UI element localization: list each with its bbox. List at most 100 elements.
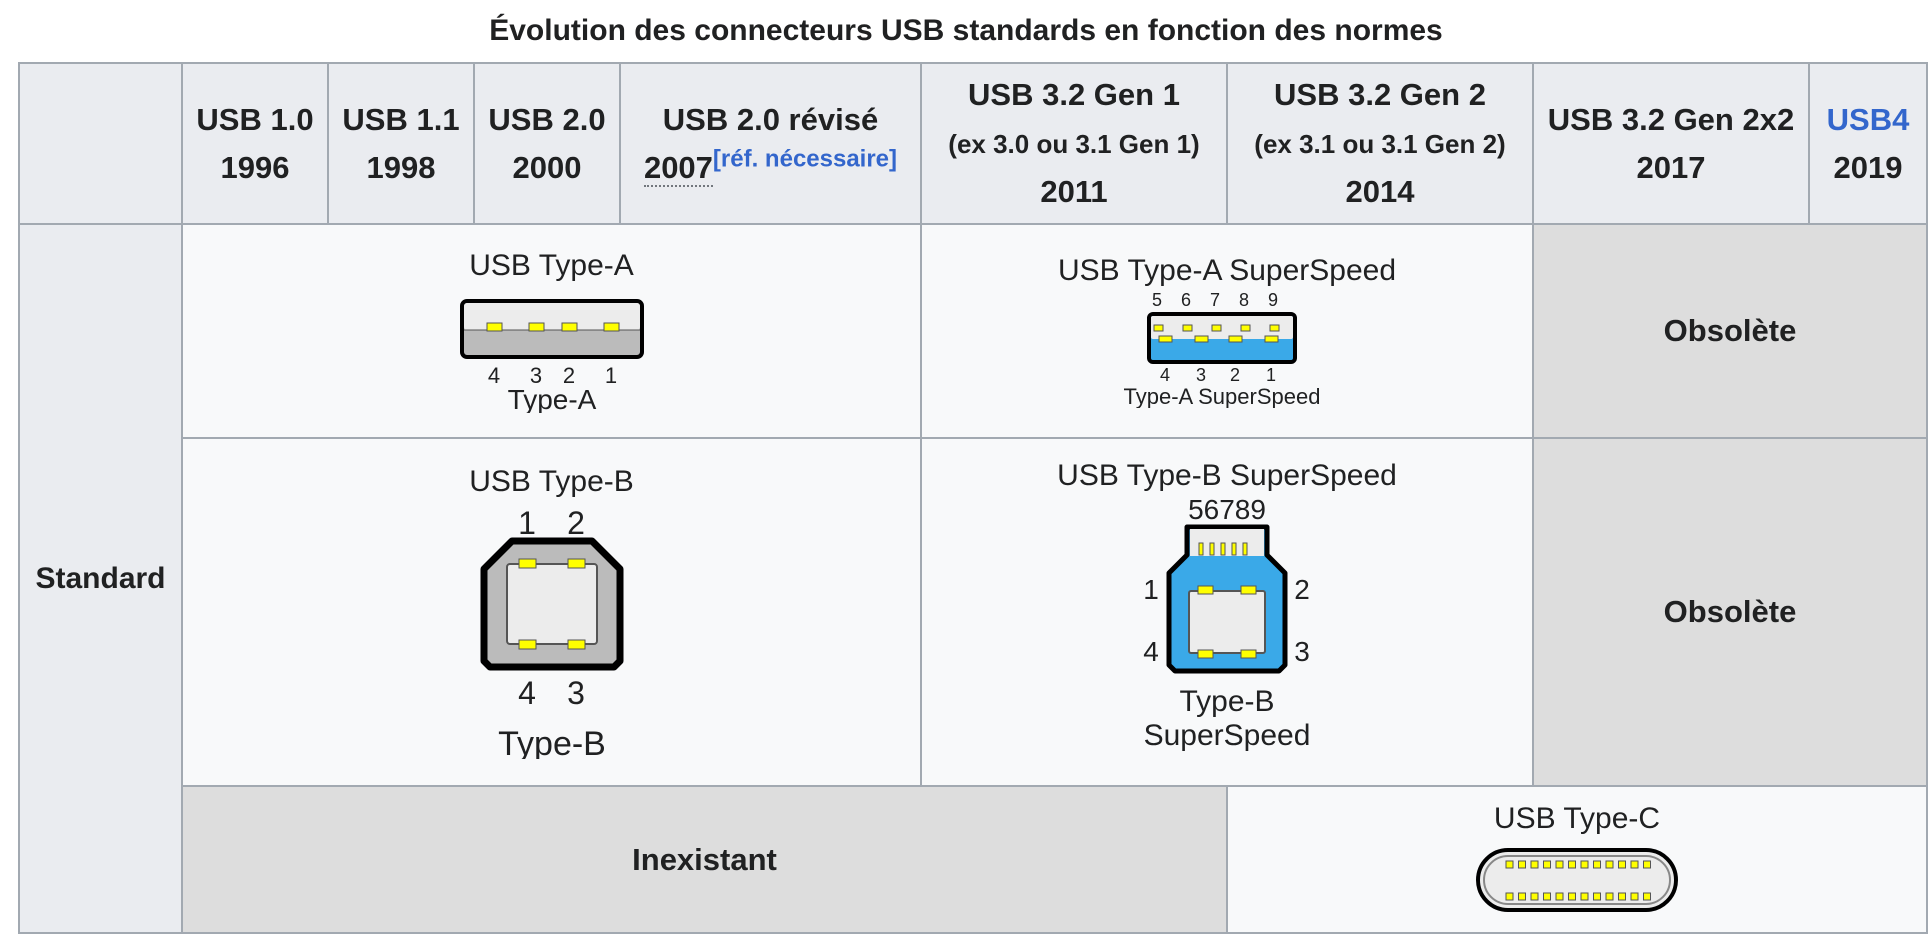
header-name: USB 1.0	[196, 101, 314, 137]
connector-title: USB Type-B SuperSpeed	[1057, 459, 1397, 492]
header-year: 2019	[1833, 149, 1903, 185]
connector-caption: Type-A SuperSpeed	[1124, 384, 1321, 408]
row-type-a: Standard USB Type-A 4 3 2 1 Type-A USB T…	[18, 223, 1928, 934]
type-c-contact	[1505, 860, 1514, 868]
type-c-contact	[1643, 892, 1651, 900]
header-year: 2017	[1636, 149, 1706, 185]
usb4-link[interactable]: USB4	[1826, 101, 1910, 137]
cell-type-b-superspeed: USB Type-B SuperSpeed 56789 1 4 2 3 T	[920, 437, 1534, 787]
row-type-b: USB Type-B 1 2 4 3 Type-B USB Type-B Sup…	[19, 437, 1928, 787]
header-row: USB 1.0 1996 USB 1.1 1998 USB 2.0 2000 U…	[18, 62, 1928, 225]
connector-title: USB Type-B	[469, 465, 634, 498]
header-year: 2011	[1040, 174, 1108, 209]
pin-label: 4	[1160, 365, 1170, 385]
type-c-contact	[1643, 860, 1651, 868]
header-year: 2014	[1345, 174, 1415, 209]
type-c-contact	[1518, 860, 1526, 868]
type-c-contact	[1580, 860, 1589, 868]
pin-label: 6	[1181, 290, 1191, 310]
pin-label: 1	[1266, 365, 1276, 385]
header-name: USB 2.0 révisé	[662, 101, 879, 137]
type-c-contact	[1530, 860, 1539, 868]
type-c-contact	[1568, 860, 1576, 868]
pin-label: 3	[567, 675, 585, 711]
cell-type-a-superspeed: USB Type-A SuperSpeed 5 6 7 8 9 4 3	[920, 223, 1534, 439]
pin-label: 5	[1152, 290, 1162, 310]
connector-caption: Type-B	[498, 725, 606, 759]
row-type-c: Inexistant USB Type-C	[19, 785, 1928, 934]
type-c-contact	[1618, 860, 1626, 868]
status-inexistant: Inexistant	[181, 785, 1228, 934]
pin-label: 3	[529, 363, 541, 388]
header-year: 2000	[512, 149, 582, 185]
pin-label: 2	[1294, 574, 1310, 605]
header-usb-3-2-gen-2: USB 3.2 Gen 2 (ex 3.1 ou 3.1 Gen 2) 2014	[1226, 62, 1534, 225]
header-usb-3-2-gen-2x2: USB 3.2 Gen 2x2 2017	[1532, 62, 1810, 225]
type-c-contact	[1568, 892, 1576, 900]
connector-title: USB Type-C	[1493, 801, 1661, 835]
type-a-superspeed-connector-icon[interactable]: 5 6 7 8 9 4 3 2 1 Type-A Supe	[1107, 288, 1347, 408]
pin-label: 2	[567, 505, 585, 541]
citation-needed-link[interactable]: [réf. nécessaire]	[712, 145, 898, 173]
header-usb-2-0: USB 2.0 2000	[473, 62, 621, 225]
header-usb-3-2-gen-1: USB 3.2 Gen 1 (ex 3.0 ou 3.1 Gen 1) 2011	[920, 62, 1228, 225]
type-c-contact	[1530, 892, 1539, 900]
connector-caption: Type-A	[507, 384, 596, 413]
type-c-contact	[1593, 860, 1601, 868]
header-subtitle: (ex 3.1 ou 3.1 Gen 2)	[1254, 129, 1506, 159]
type-c-contact	[1518, 892, 1526, 900]
type-c-contact	[1605, 860, 1614, 868]
header-usb-2-0-revise: USB 2.0 révisé 2007[réf. nécessaire]	[619, 62, 922, 225]
type-c-contact	[1605, 892, 1614, 900]
type-b-connector-icon[interactable]: 1 2 4 3 Type-B	[452, 499, 652, 759]
pin-label: 1	[604, 363, 616, 388]
type-c-contact	[1618, 892, 1626, 900]
pin-label: 4	[487, 363, 499, 388]
pin-label: 8	[1239, 290, 1249, 310]
status-obsolete: Obsolète	[1532, 223, 1928, 439]
cell-type-c: USB Type-C	[1226, 785, 1928, 934]
table-caption: Évolution des connecteurs USB standards …	[489, 14, 1443, 47]
type-c-contact	[1505, 892, 1514, 900]
header-year: 1996	[220, 149, 290, 185]
type-c-contact	[1543, 860, 1551, 868]
cell-type-b: USB Type-B 1 2 4 3 Type-B	[181, 437, 922, 787]
header-usb-1-1: USB 1.1 1998	[327, 62, 475, 225]
connector-caption: Type-B	[1179, 685, 1274, 718]
connector-title: USB Type-A	[469, 249, 634, 282]
pin-label: 3	[1294, 636, 1310, 667]
pin-label: 2	[562, 363, 574, 388]
header-name: USB 3.2 Gen 1	[968, 77, 1180, 112]
pin-label: 1	[1143, 574, 1159, 605]
header-name: USB 2.0	[488, 101, 606, 137]
header-name: USB 1.1	[342, 101, 460, 137]
usb-connectors-table: USB 1.0 1996 USB 1.1 1998 USB 2.0 2000 U…	[18, 62, 1928, 934]
type-c-connector-icon[interactable]	[1472, 844, 1682, 918]
cell-type-a: USB Type-A 4 3 2 1 Type-A	[181, 223, 922, 439]
row-header-standard: Standard	[18, 223, 183, 934]
header-name: USB 3.2 Gen 2x2	[1547, 101, 1795, 137]
type-c-contact	[1593, 892, 1601, 900]
pin-label: 56789	[1188, 494, 1266, 525]
type-c-contact	[1543, 892, 1551, 900]
type-c-contact	[1580, 892, 1589, 900]
corner-cell	[18, 62, 183, 225]
pin-label: 7	[1210, 290, 1220, 310]
header-year: 1998	[366, 149, 436, 185]
pin-label: 1	[518, 505, 536, 541]
type-b-superspeed-connector-icon[interactable]: 56789 1 4 2 3 Type-B SuperSpeed	[1117, 493, 1337, 765]
pin-label: 2	[1230, 365, 1240, 385]
connector-caption: SuperSpeed	[1144, 719, 1311, 752]
header-subtitle: (ex 3.0 ou 3.1 Gen 1)	[948, 129, 1200, 159]
type-c-contact	[1630, 892, 1639, 900]
connector-title: USB Type-A SuperSpeed	[1058, 254, 1396, 287]
header-usb4: USB4 2019	[1808, 62, 1928, 225]
header-year-link[interactable]: 2007	[643, 149, 713, 187]
header-usb-1-0: USB 1.0 1996	[181, 62, 329, 225]
pin-label: 3	[1196, 365, 1206, 385]
type-a-connector-icon[interactable]: 4 3 2 1 Type-A	[452, 283, 652, 413]
pin-label: 4	[1143, 636, 1159, 667]
pin-label: 4	[518, 675, 536, 711]
type-c-contact	[1630, 860, 1639, 868]
type-c-contact	[1555, 860, 1564, 868]
